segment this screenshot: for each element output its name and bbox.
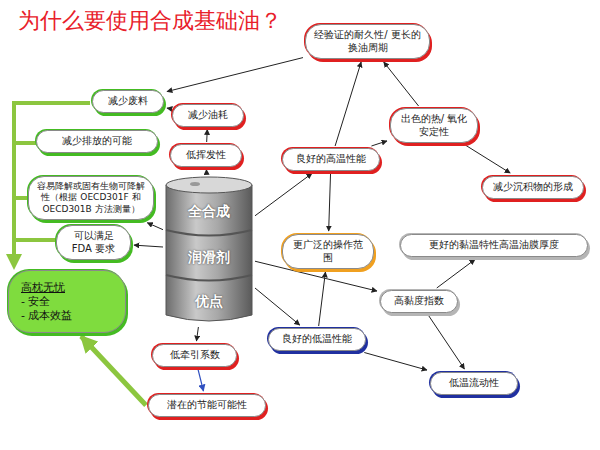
cloud-text: 减少油耗 <box>180 109 236 122</box>
barrel-label: 润滑剂 <box>165 249 253 267</box>
cloud-text: - 安全 <box>21 295 113 309</box>
arrow-connector <box>206 170 207 174</box>
cloud-text: 更广泛的操作范围 <box>290 239 366 264</box>
benefit-cloud: 减少废料 <box>92 90 164 113</box>
cloud-text: 减少排放的可能 <box>44 135 150 148</box>
barrel-label: 全合成 <box>165 203 253 221</box>
arrow-connector <box>81 336 146 405</box>
arrow-connector <box>428 315 465 370</box>
benefit-cloud: 减少排放的可能 <box>36 130 158 153</box>
cloud-text: 潜在的节能可能性 <box>156 399 258 412</box>
arrow-connector <box>167 58 303 92</box>
cloud-text: 高黏度指数 <box>388 295 450 308</box>
cloud-text: 容易降解或固有生物可降解性（根据 OECD301F 和 OECD301B 方法测… <box>36 181 146 215</box>
cloud-text: 低温流动性 <box>438 377 510 390</box>
arrow-connector <box>437 260 475 289</box>
benefit-cloud: 高黏度指数 <box>380 290 458 313</box>
diagram-title: 为什么要使用合成基础油？ <box>18 6 282 36</box>
benefit-cloud: 潜在的节能可能性 <box>148 394 266 417</box>
result-cloud: 高枕无忧- 安全- 成本效益 <box>8 270 126 333</box>
benefit-cloud: 良好的低温性能 <box>268 328 366 351</box>
benefit-cloud: 低牵引系数 <box>152 344 237 367</box>
arrow-connector <box>255 174 312 216</box>
arrow-connector <box>167 108 170 110</box>
benefit-cloud: 低挥发性 <box>170 144 242 167</box>
arrow-connector <box>255 288 300 325</box>
arrow-connector <box>384 62 419 106</box>
benefit-cloud: 更好的黏温特性高温油膜厚度 <box>400 234 588 257</box>
cloud-text: 减少废料 <box>100 95 156 108</box>
benefit-cloud: 更广泛的操作范围 <box>282 234 374 269</box>
benefit-cloud: 良好的高温性能 <box>282 148 380 171</box>
arrow-connector <box>329 173 331 232</box>
barrel-node: 全合成润滑剂优点 <box>165 175 253 325</box>
cloud-text: 可以满足 FDA 要求 <box>64 230 123 255</box>
arrow-connector <box>196 327 198 341</box>
benefit-cloud: 减少沉积物的形成 <box>482 176 584 199</box>
cloud-text: 良好的低温性能 <box>276 333 358 346</box>
barrel-label: 优点 <box>165 293 253 311</box>
arrow-connector <box>206 130 208 143</box>
arrow-connector <box>364 353 427 371</box>
cloud-text: 良好的高温性能 <box>290 153 372 166</box>
benefit-cloud: 容易降解或固有生物可降解性（根据 OECD301F 和 OECD301B 方法测… <box>28 176 154 220</box>
arrow-connector <box>335 62 361 146</box>
benefit-cloud: 经验证的耐久性/ 更长的换油周期 <box>305 24 430 59</box>
benefit-cloud: 低温流动性 <box>430 372 518 395</box>
cloud-text: 低牵引系数 <box>160 349 229 362</box>
arrow-connector <box>465 145 510 173</box>
cloud-text: 低挥发性 <box>178 149 234 162</box>
cloud-text: 经验证的耐久性/ 更长的换油周期 <box>313 29 422 54</box>
benefit-cloud: 可以满足 FDA 要求 <box>56 225 131 260</box>
arrow-connector <box>371 141 387 146</box>
benefit-cloud: 减少油耗 <box>172 104 244 127</box>
arrow-connector <box>198 369 204 392</box>
benefit-cloud: 出色的热/ 氧化安定性 <box>390 108 478 143</box>
cloud-text: 减少沉积物的形成 <box>490 181 576 194</box>
cloud-text: 出色的热/ 氧化安定性 <box>398 113 470 138</box>
cloud-text: - 成本效益 <box>21 309 113 323</box>
cloud-text: 更好的黏温特性高温油膜厚度 <box>408 239 580 252</box>
cloud-text: 高枕无忧 <box>21 281 113 295</box>
arrow-connector <box>134 245 163 247</box>
arrow-connector <box>147 223 163 230</box>
arrow-connector <box>319 272 326 326</box>
